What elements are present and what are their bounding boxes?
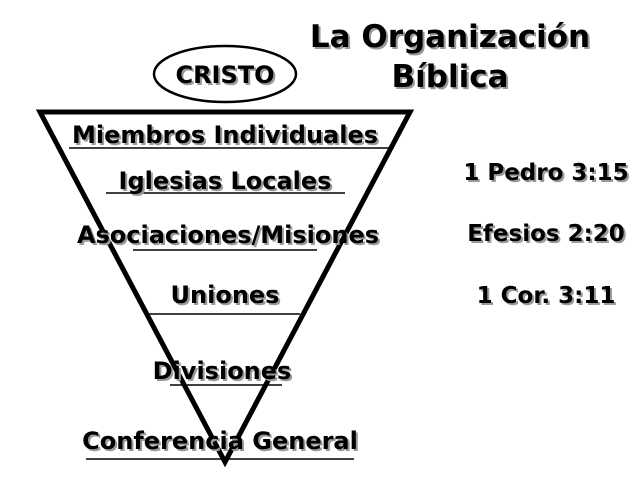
title-line2-shadow: Bíblica — [394, 61, 511, 97]
level-label-shadow: Conferencia General — [84, 429, 360, 457]
bible-references: 1 Pedro 3:15 1 Pedro 3:15 Efesios 2:20 E… — [463, 160, 630, 311]
level-label-asociaciones: Asociaciones/Misiones — [77, 221, 379, 249]
reference-1-cor: 1 Cor. 3:11 — [477, 283, 616, 309]
reference-shadow: 1 Cor. 3:11 — [479, 285, 618, 311]
level-labels: Miembros Individuales Miembros Individua… — [72, 121, 381, 457]
level-label-miembros: Miembros Individuales — [72, 121, 378, 149]
level-label-divisiones: Divisiones — [153, 357, 292, 385]
level-label-uniones: Uniones — [171, 281, 280, 309]
reference-1-pedro: 1 Pedro 3:15 — [463, 160, 628, 186]
reference-efesios: Efesios 2:20 — [467, 221, 625, 247]
diagram-title: La Organización La Organización Bíblica … — [310, 19, 592, 97]
level-label-shadow: Divisiones — [155, 359, 294, 387]
cristo-oval — [152, 44, 298, 104]
level-label-shadow: Uniones — [173, 283, 282, 311]
level-label-shadow: Miembros Individuales — [74, 123, 380, 151]
level-label-conferencia: Conferencia General — [82, 427, 358, 455]
level-label-shadow: Iglesias Locales — [121, 169, 334, 197]
reference-shadow: Efesios 2:20 — [469, 223, 627, 249]
cristo-label: CRISTO — [175, 61, 274, 89]
level-label-shadow: Asociaciones/Misiones — [79, 223, 381, 251]
level-label-iglesias: Iglesias Locales — [119, 167, 332, 195]
title-line1: La Organización — [310, 19, 590, 55]
cristo-label-shadow: CRISTO — [177, 63, 276, 91]
level-dividers — [69, 147, 393, 460]
reference-shadow: 1 Pedro 3:15 — [465, 162, 630, 188]
title-line1-shadow: La Organización — [312, 21, 592, 57]
title-line2: Bíblica — [392, 59, 509, 95]
inverted-triangle — [35, 109, 415, 468]
